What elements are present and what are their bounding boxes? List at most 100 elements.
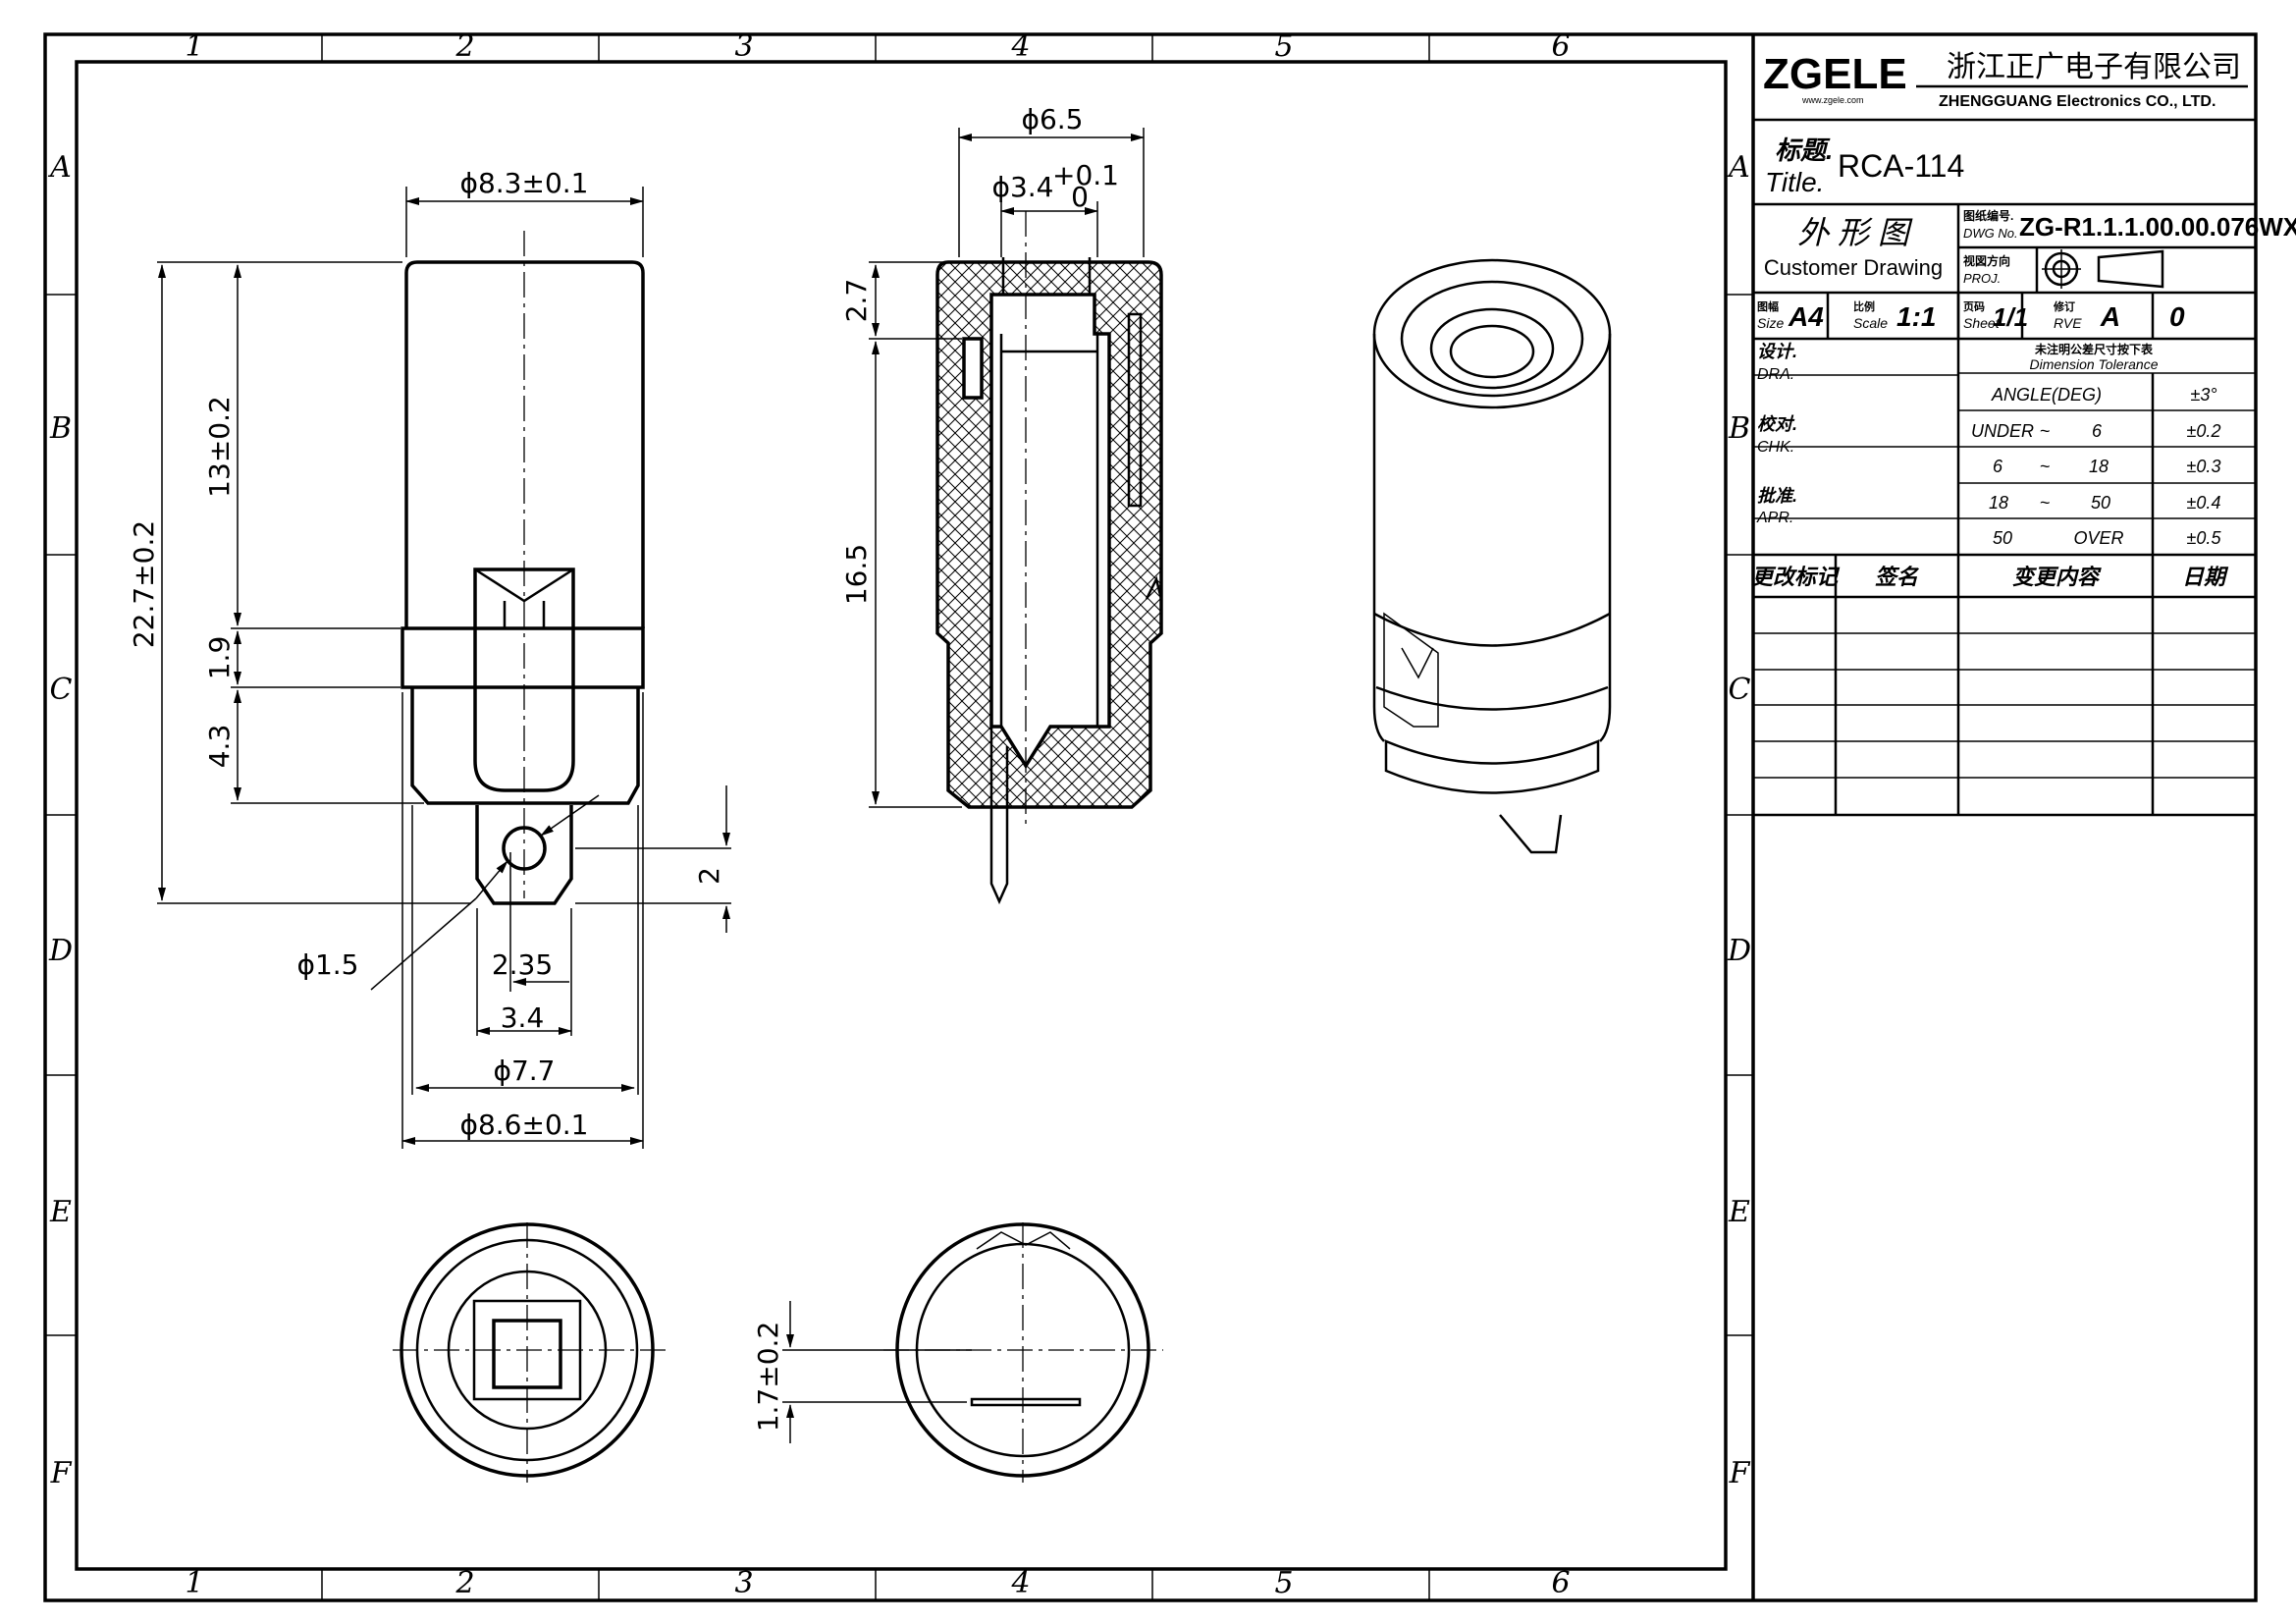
grid-col-6-top: 6 (1551, 29, 1570, 64)
grid-col-1-bottom: 1 (185, 1566, 203, 1600)
grid-row-f-right: F (1729, 1456, 1751, 1490)
grid-col-4-top: 4 (1010, 29, 1030, 64)
dim-diameter-top: ϕ8.3±0.1 (460, 167, 589, 199)
revision-header-signature: 签名 (1875, 565, 1920, 589)
dim-length-total: 22.7±0.2 (128, 520, 160, 648)
grid-row-e-right: E (1728, 1195, 1750, 1229)
company-name-cn: 浙江正广电子有限公司 (1947, 51, 2241, 83)
proj-label-cn: 视図方向 (1963, 253, 2010, 268)
grid-row-b-left: B (49, 411, 72, 446)
dim-diameter-7-7: ϕ7.7 (494, 1055, 556, 1087)
isometric-view (1372, 258, 1612, 854)
front-view: ϕ8.3±0.1 22.7±0.2 13±0.2 1.9 4.3 ϕ1.5 2.… (128, 167, 731, 1149)
apr-label-cn: 批准. (1757, 486, 1797, 506)
grid-row-c-right: C (1729, 673, 1751, 707)
grid-col-3-bottom: 3 (734, 1566, 753, 1600)
grid-row-b-right: B (1728, 411, 1750, 446)
dwg-no-label-en: DWG No. (1963, 226, 2018, 241)
company-logo-url: www.zgele.com (1801, 95, 1864, 105)
section-view: ϕ6.5 ϕ3.4 +0.1 0 2.7 16.5 (840, 103, 1163, 905)
tolerance-row-4-from: 50 (1993, 528, 2012, 548)
dim-diameter-8-6: ϕ8.6±0.1 (460, 1109, 589, 1141)
dwg-no-value: ZG-R1.1.1.00.00.076WX (2019, 212, 2296, 242)
dwg-no-label-cn: 图纸编号. (1963, 208, 2013, 223)
rev-label-cn: 修订 (2053, 299, 2075, 313)
apr-label-en: APR. (1756, 510, 1793, 526)
grid-col-2-top: 2 (454, 29, 474, 64)
grid-col-5-bottom: 5 (1274, 1566, 1293, 1600)
dim-section-tol-lower: 0 (1071, 181, 1089, 213)
tolerance-row-4-to: OVER (2073, 528, 2123, 548)
sheet-label-cn: 页码 (1963, 300, 1985, 313)
bottom-view-left (393, 1222, 667, 1483)
dim-width-3-4: 3.4 (501, 1001, 545, 1034)
bottom-view-right: 1.7±0.2 (752, 1222, 1163, 1483)
rev-label-en: RVE (2054, 315, 2082, 331)
tolerance-row-3-sep: ~ (2040, 493, 2051, 513)
revision-header-content: 变更内容 (2012, 565, 2102, 589)
tolerance-header-en: Dimension Tolerance (2030, 356, 2159, 372)
dim-length-4-3: 4.3 (203, 725, 236, 769)
dim-hole-diameter: ϕ1.5 (297, 948, 359, 981)
chk-label-cn: 校对. (1757, 414, 1797, 434)
size-value: A4 (1788, 301, 1824, 332)
chk-label-en: CHK. (1757, 439, 1794, 456)
grid-row-a-left: A (47, 150, 72, 185)
tolerance-row-3-to: 50 (2091, 493, 2110, 513)
size-label-cn: 图幅 (1757, 299, 1779, 313)
tolerance-row-0-range: ANGLE(DEG) (1991, 385, 2102, 405)
dim-bottom-1-7: 1.7±0.2 (752, 1322, 784, 1433)
grid-col-5-top: 5 (1274, 29, 1293, 64)
tolerance-row-2-from: 6 (1993, 457, 2003, 476)
dim-section-2-7: 2.7 (840, 279, 873, 323)
drawing-type-en: Customer Drawing (1764, 255, 1943, 280)
tolerance-row-1-value: ±0.2 (2187, 421, 2221, 441)
tolerance-row-1-to: 6 (2092, 421, 2103, 441)
dim-width-2-35: 2.35 (492, 948, 553, 981)
dim-section-diameter-6-5: ϕ6.5 (1022, 103, 1084, 135)
tolerance-row-2-value: ±0.3 (2187, 457, 2221, 476)
sheet-label-en: Sheet (1963, 315, 2001, 331)
tolerance-row-3-value: ±0.4 (2187, 493, 2221, 513)
proj-label-en: PROJ. (1963, 271, 2001, 286)
grid-col-6-bottom: 6 (1551, 1566, 1570, 1600)
grid-row-e-left: E (49, 1195, 72, 1229)
projection-symbol-icon (2042, 249, 2164, 289)
dim-section-tol-upper: +0.1 (1052, 159, 1119, 191)
title-value: RCA-114 (1838, 148, 1964, 184)
size-label-en: Size (1757, 315, 1784, 331)
grid-row-a-right: A (1726, 150, 1750, 185)
rev-value: A (2100, 301, 2120, 332)
dra-label-en: DRA. (1757, 366, 1794, 383)
dra-label-cn: 设计. (1757, 342, 1797, 361)
tolerance-row-4-value: ±0.5 (2187, 528, 2222, 548)
grid-labels: 1 2 3 4 5 6 1 2 3 4 5 6 A B C D E F A B … (47, 29, 1751, 1600)
scale-value: 1:1 (1896, 301, 1936, 332)
revision-header-date: 日期 (2182, 565, 2229, 589)
rev-number: 0 (2169, 301, 2185, 332)
drawing-type-cn: 外 形 图 (1797, 215, 1913, 250)
grid-col-4-bottom: 4 (1010, 1566, 1030, 1600)
dim-length-13: 13±0.2 (203, 396, 236, 498)
tolerance-row-3-from: 18 (1989, 493, 2008, 513)
grid-row-c-left: C (50, 673, 73, 707)
sheet-value: 1/1 (1993, 302, 2028, 332)
tolerance-row-1-from: UNDER (1971, 421, 2034, 441)
title-label-cn: 标题. (1775, 135, 1833, 165)
tolerance-row-2-to: 18 (2089, 457, 2109, 476)
title-block: ZGELE www.zgele.com 浙江正广电子有限公司 ZHENGGUAN… (1751, 50, 2296, 817)
scale-label-cn: 比例 (1853, 299, 1875, 313)
company-logo: ZGELE (1763, 50, 1907, 98)
tolerance-header-cn: 未注明公差尺寸按下表 (2034, 342, 2154, 356)
scale-label-en: Scale (1853, 315, 1888, 331)
dim-height-2: 2 (693, 867, 725, 885)
drawing-frame (43, 32, 2258, 1602)
tolerance-row-2-sep: ~ (2040, 457, 2051, 476)
grid-col-2-bottom: 2 (454, 1566, 474, 1600)
grid-row-f-left: F (50, 1456, 73, 1490)
dim-length-1-9: 1.9 (203, 636, 236, 680)
company-name-en: ZHENGGUANG Electronics CO., LTD. (1939, 93, 2216, 110)
revision-header-mark: 更改标记 (1751, 565, 1841, 589)
tolerance-row-1-sep: ~ (2040, 421, 2051, 441)
